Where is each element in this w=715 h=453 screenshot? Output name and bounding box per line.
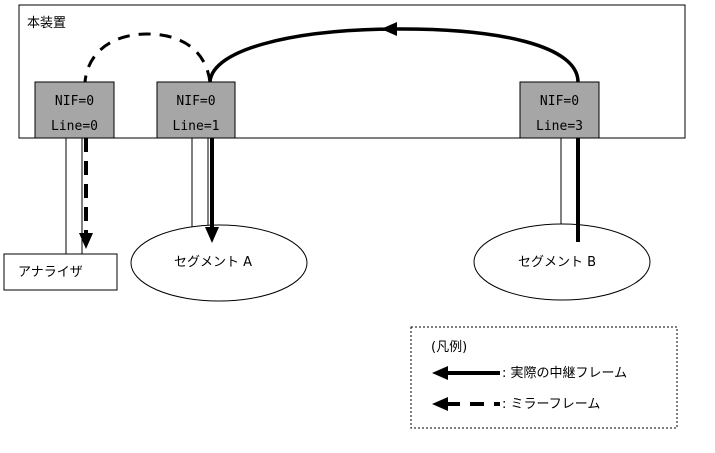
analyzer-label: アナライザ [18, 265, 83, 280]
device-label: 本装置 [27, 16, 66, 31]
legend-mirror-arrowhead [432, 397, 448, 411]
segment-a-ellipse [130, 224, 308, 302]
port-line-label: Line=0 [51, 119, 98, 134]
relay-out-arrowhead [205, 227, 219, 243]
port-line-label: Line=1 [173, 119, 220, 134]
legend-box [410, 326, 678, 429]
port-line3: NIF=0 Line=3 [519, 81, 600, 139]
analyzer-box [3, 253, 118, 291]
cable-segment-b [560, 138, 578, 229]
port-line1: NIF=0 Line=1 [156, 81, 236, 139]
port-line-label: Line=3 [536, 119, 583, 134]
segment-a-label: セグメント A [174, 255, 252, 270]
relay-arc-arrowhead [381, 22, 397, 36]
port-nif-label: NIF=0 [176, 94, 215, 109]
legend-relay-arrowhead [432, 366, 448, 380]
legend-title: (凡例) [431, 340, 467, 355]
legend-relay-label: : 実際の中継フレーム [502, 365, 627, 381]
segment-b-ellipse [473, 223, 651, 301]
mirror-frame-arc [83, 32, 212, 83]
cable-segment-a [191, 138, 209, 229]
port-nif-label: NIF=0 [540, 94, 579, 109]
port-nif-label: NIF=0 [55, 94, 94, 109]
cable-analyzer [65, 138, 83, 254]
segment-b-label: セグメント B [518, 255, 596, 270]
mirror-out-arrowhead [79, 233, 93, 249]
legend-mirror-label: : ミラーフレーム [502, 397, 600, 412]
port-line0: NIF=0 Line=0 [34, 81, 115, 139]
